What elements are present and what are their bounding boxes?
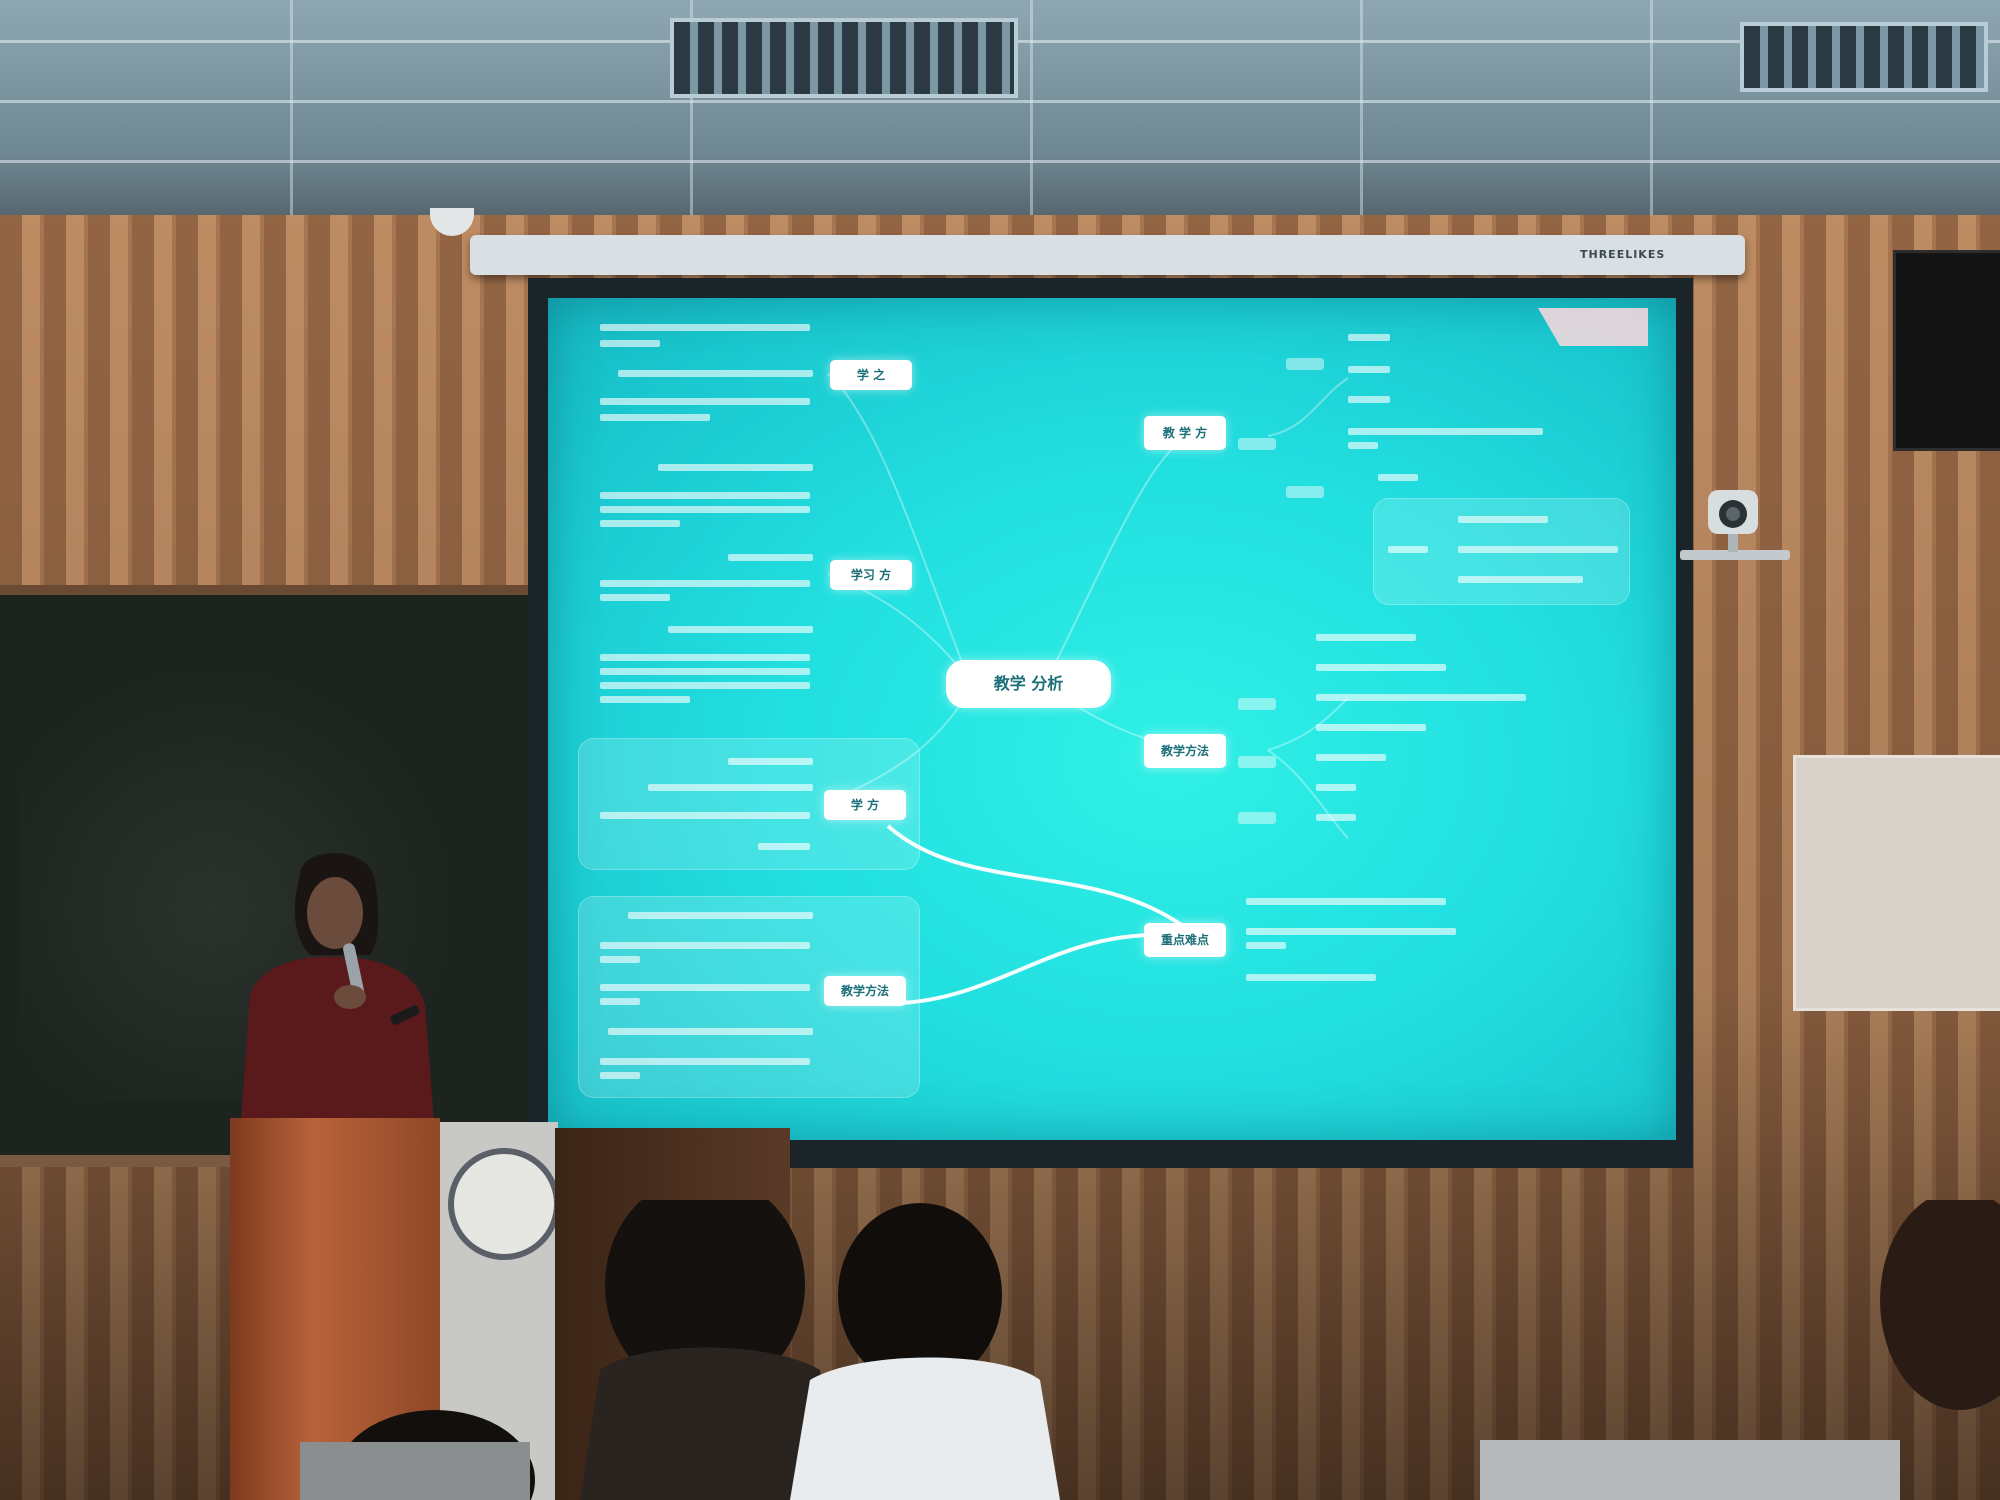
right-node: 重点难点 [1144,923,1226,957]
illegible-note-text [600,668,810,675]
illegible-note-text [600,956,640,963]
illegible-note-text [1348,396,1390,403]
ceiling-grid-line [0,160,2000,163]
illegible-note-text [600,1072,640,1079]
illegible-note-text [1316,814,1356,821]
ceiling-grid-line [690,0,693,215]
illegible-note-text [1316,694,1526,701]
illegible-note-text [1316,784,1356,791]
illegible-note-text [600,696,690,703]
illegible-note-text [600,998,640,1005]
conference-camera [1680,490,1790,560]
illegible-note-text [600,812,810,819]
branch-label [1238,698,1276,710]
branch-label [1238,438,1276,450]
projector-screen-case [470,235,1745,275]
ceiling-grid-line [290,0,293,215]
branch-label [1238,812,1276,824]
slide-corner-badge [1538,308,1648,346]
air-vent [670,18,1018,98]
center-node: 教学 分析 [946,660,1111,708]
illegible-note-text [1316,754,1386,761]
illegible-note-text [600,506,810,513]
illegible-note-text [1458,516,1548,523]
illegible-note-text [758,843,810,850]
illegible-note-text [600,984,810,991]
illegible-note-text [600,682,810,689]
projected-slide: 教学 分析 学 之 学习 方 学 方 教学方法 教 学 方 教学方法 重点难点 [548,298,1676,1140]
illegible-note-text [618,370,813,377]
branch-label [1286,486,1324,498]
illegible-note-text [1316,724,1426,731]
air-vent [1740,22,1988,92]
illegible-note-text [1348,334,1390,341]
illegible-note-text [600,594,670,601]
illegible-note-text [600,654,810,661]
university-seal-icon [448,1148,560,1260]
illegible-note-text [600,492,810,499]
ceiling-grid-line [0,100,2000,103]
illegible-note-text [728,554,813,561]
ceiling-grid-line [1650,0,1653,215]
whiteboard-panel [1793,755,2000,1011]
branch-label [1238,756,1276,768]
illegible-note-text [600,340,660,347]
left-node: 学习 方 [830,560,912,590]
illegible-note-text [1246,928,1456,935]
illegible-note-text [600,520,680,527]
illegible-note-text [1388,546,1428,553]
illegible-note-text [1348,428,1543,435]
illegible-note-text [600,324,810,331]
illegible-note-text [628,912,813,919]
wall-speaker [1893,250,2000,451]
illegible-note-text [1246,942,1286,949]
illegible-note-text [1458,576,1583,583]
presenter [240,853,435,1135]
illegible-note-text [1458,546,1618,553]
left-node: 学 之 [830,360,912,390]
illegible-note-text [600,580,810,587]
illegible-note-text [1246,898,1446,905]
right-node: 教 学 方 [1144,416,1226,450]
right-node: 教学方法 [1144,734,1226,768]
illegible-note-text [668,626,813,633]
illegible-note-text [600,942,810,949]
ceiling-grid-line [1030,0,1033,215]
left-node: 学 方 [824,790,906,820]
illegible-note-text [600,414,710,421]
illegible-note-text [658,464,813,471]
illegible-note-text [1348,442,1378,449]
illegible-note-text [1316,634,1416,641]
branch-label [1286,358,1324,370]
illegible-note-text [600,398,810,405]
illegible-note-text [648,784,813,791]
left-node: 教学方法 [824,976,906,1006]
ceiling-grid-line [1360,0,1363,215]
audience [300,1200,2000,1500]
illegible-note-text [1378,474,1418,481]
illegible-note-text [1316,664,1446,671]
illegible-note-text [608,1028,813,1035]
illegible-note-text [1348,366,1390,373]
screen-brand-label: THREELIKES [1580,248,1666,261]
illegible-note-text [600,1058,810,1065]
illegible-note-text [1246,974,1376,981]
illegible-note-text [728,758,813,765]
